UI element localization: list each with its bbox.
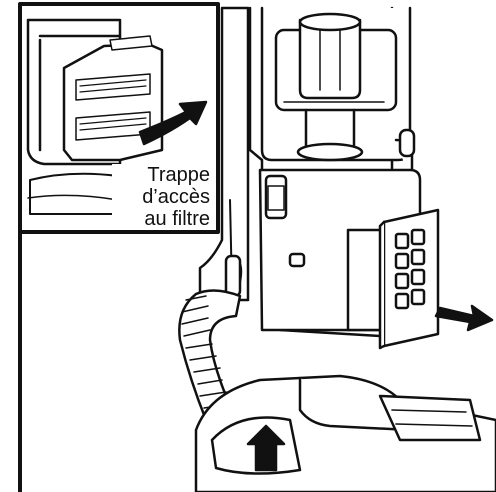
hepa-filter-icon	[380, 210, 438, 348]
filter-access-door-label: Trappe d’accès au filtre	[112, 164, 212, 230]
label-line-3: au filtre	[114, 208, 210, 230]
floor-nozzle	[196, 376, 496, 492]
label-line-1: Trappe	[114, 164, 210, 186]
label-line-2: d’accès	[114, 186, 210, 208]
arrow-icon	[436, 306, 492, 330]
